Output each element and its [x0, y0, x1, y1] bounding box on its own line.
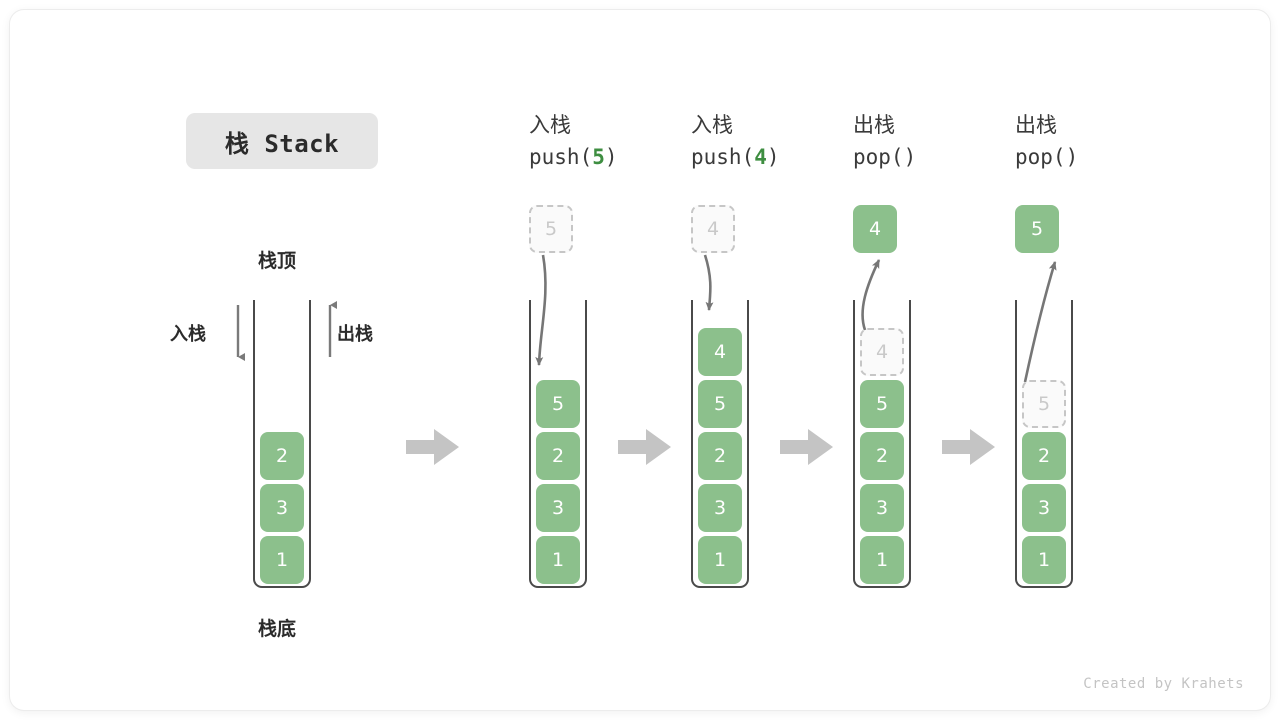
column-fn-label: push(4): [691, 142, 881, 174]
incoming-ghost-box-5: 5: [529, 205, 573, 253]
column-op-label: 出栈: [853, 113, 895, 137]
stack-container-push-5: 1 3 2 5: [529, 300, 587, 588]
stack-container-pop-1: 1 3 2 5 4: [853, 300, 911, 588]
pop-side-label: 出栈: [337, 324, 373, 345]
stack-cell: 2: [1022, 432, 1066, 480]
fn-prefix: push(: [691, 144, 755, 169]
stack-wall: [691, 300, 749, 588]
stack-wall: [253, 300, 311, 588]
column-op-label: 入栈: [691, 113, 733, 137]
fn-suffix: ): [604, 144, 618, 169]
stack-cell: 3: [860, 484, 904, 532]
diagram-card: 栈 Stack 栈顶 栈底 入栈 出栈 1 3 2 入栈 push(5) 5 1…: [10, 10, 1270, 710]
transition-arrow: [406, 429, 459, 465]
stack-cell-ghost: 4: [860, 328, 904, 376]
popped-box-5: 5: [1015, 205, 1059, 253]
column-fn-label: push(5): [529, 142, 719, 174]
stack-cell: 2: [698, 432, 742, 480]
fn-suffix: ): [766, 144, 780, 169]
stack-wall: [529, 300, 587, 588]
stack-cells-initial: 1 3 2: [260, 432, 304, 584]
fn-suffix: ): [1065, 144, 1079, 169]
stack-cells-push-4: 1 3 2 5 4: [698, 328, 742, 584]
stack-cell: 1: [698, 536, 742, 584]
stack-cell: 3: [536, 484, 580, 532]
stack-cell: 5: [536, 380, 580, 428]
push-side-label: 入栈: [170, 324, 206, 345]
stack-cell: 5: [860, 380, 904, 428]
column-header-push-5: 入栈 push(5): [529, 110, 719, 174]
stack-cell: 3: [260, 484, 304, 532]
stack-wall: [1015, 300, 1073, 588]
stack-container-initial: 1 3 2: [253, 300, 311, 588]
stack-cell: 2: [260, 432, 304, 480]
stack-cell: 1: [860, 536, 904, 584]
column-header-pop-1: 出栈 pop(): [853, 110, 1043, 174]
stack-top-label: 栈顶: [258, 250, 297, 272]
stack-cell: 2: [536, 432, 580, 480]
stack-wall: [853, 300, 911, 588]
stack-cells-pop-1: 1 3 2 5 4: [860, 328, 904, 584]
stack-cells-pop-2: 1 3 2 5: [1022, 380, 1066, 584]
diagram-stage: 栈 Stack 栈顶 栈底 入栈 出栈 1 3 2 入栈 push(5) 5 1…: [10, 10, 1270, 710]
stack-cell: 1: [1022, 536, 1066, 584]
stack-cell: 2: [860, 432, 904, 480]
stack-cell: 4: [698, 328, 742, 376]
column-fn-label: pop(): [1015, 142, 1205, 174]
transition-arrow: [618, 429, 671, 465]
transition-arrow: [942, 429, 995, 465]
watermark: Created by Krahets: [1083, 676, 1244, 692]
popped-box-4: 4: [853, 205, 897, 253]
column-op-label: 出栈: [1015, 113, 1057, 137]
diagram-title-chip: 栈 Stack: [186, 113, 378, 169]
stack-bottom-label: 栈底: [258, 618, 297, 640]
transition-arrow: [780, 429, 833, 465]
fn-suffix: ): [903, 144, 917, 169]
incoming-ghost-box-4: 4: [691, 205, 735, 253]
stack-cell: 3: [698, 484, 742, 532]
stack-cell: 1: [260, 536, 304, 584]
stack-container-push-4: 1 3 2 5 4: [691, 300, 749, 588]
fn-prefix: pop(: [1015, 144, 1066, 169]
column-header-pop-2: 出栈 pop(): [1015, 110, 1205, 174]
fn-arg: 5: [592, 144, 605, 169]
column-fn-label: pop(): [853, 142, 1043, 174]
fn-prefix: push(: [529, 144, 593, 169]
stack-cell: 3: [1022, 484, 1066, 532]
fn-arg: 4: [754, 144, 767, 169]
stack-cell-ghost: 5: [1022, 380, 1066, 428]
column-op-label: 入栈: [529, 113, 571, 137]
stack-cell: 1: [536, 536, 580, 584]
column-header-push-4: 入栈 push(4): [691, 110, 881, 174]
stack-cells-push-5: 1 3 2 5: [536, 380, 580, 584]
stack-cell: 5: [698, 380, 742, 428]
stack-container-pop-2: 1 3 2 5: [1015, 300, 1073, 588]
fn-prefix: pop(: [853, 144, 904, 169]
